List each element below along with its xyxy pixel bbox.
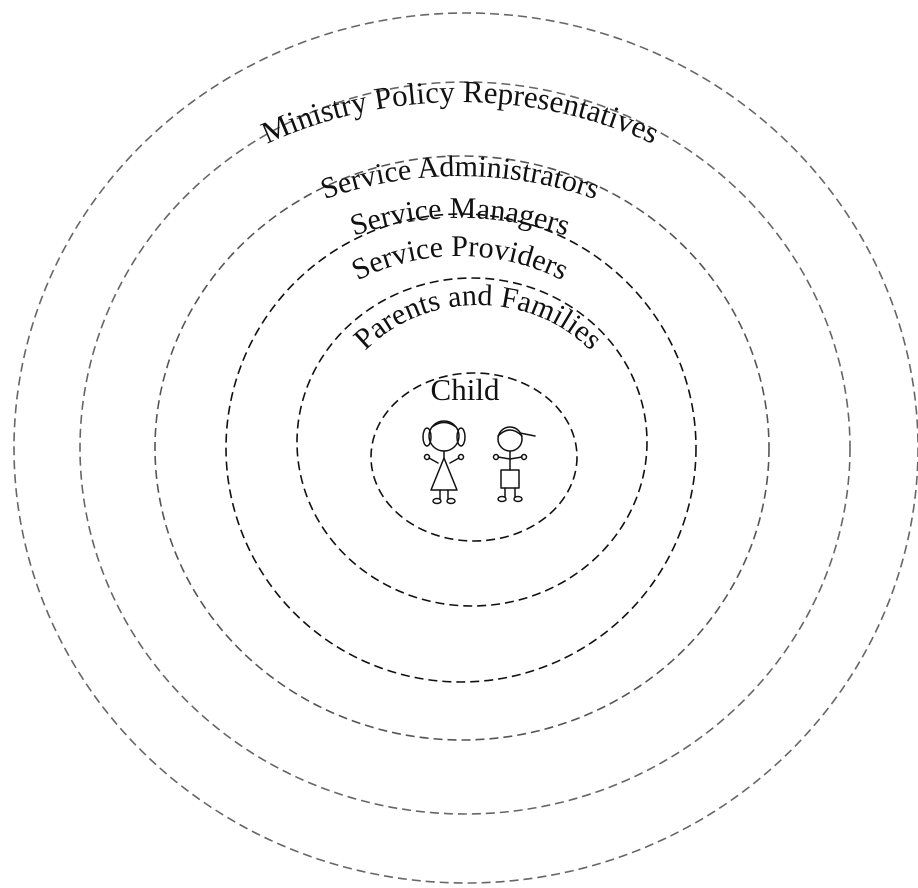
ring-ministry-policy-representatives (13, 12, 918, 884)
label-ministry-policy-representatives: Ministry Policy Representatives (256, 74, 665, 150)
ring-service-providers (225, 213, 697, 683)
girl-figure-icon (422, 420, 466, 505)
ring-service-administrators (79, 81, 851, 815)
label-parents-and-families: Parents and Families (347, 279, 608, 356)
ring-service-managers (154, 155, 770, 741)
label-child: Child (431, 372, 500, 407)
boy-figure-icon (492, 426, 536, 503)
ring-parents-and-families (296, 277, 648, 607)
ring-child (370, 372, 578, 542)
